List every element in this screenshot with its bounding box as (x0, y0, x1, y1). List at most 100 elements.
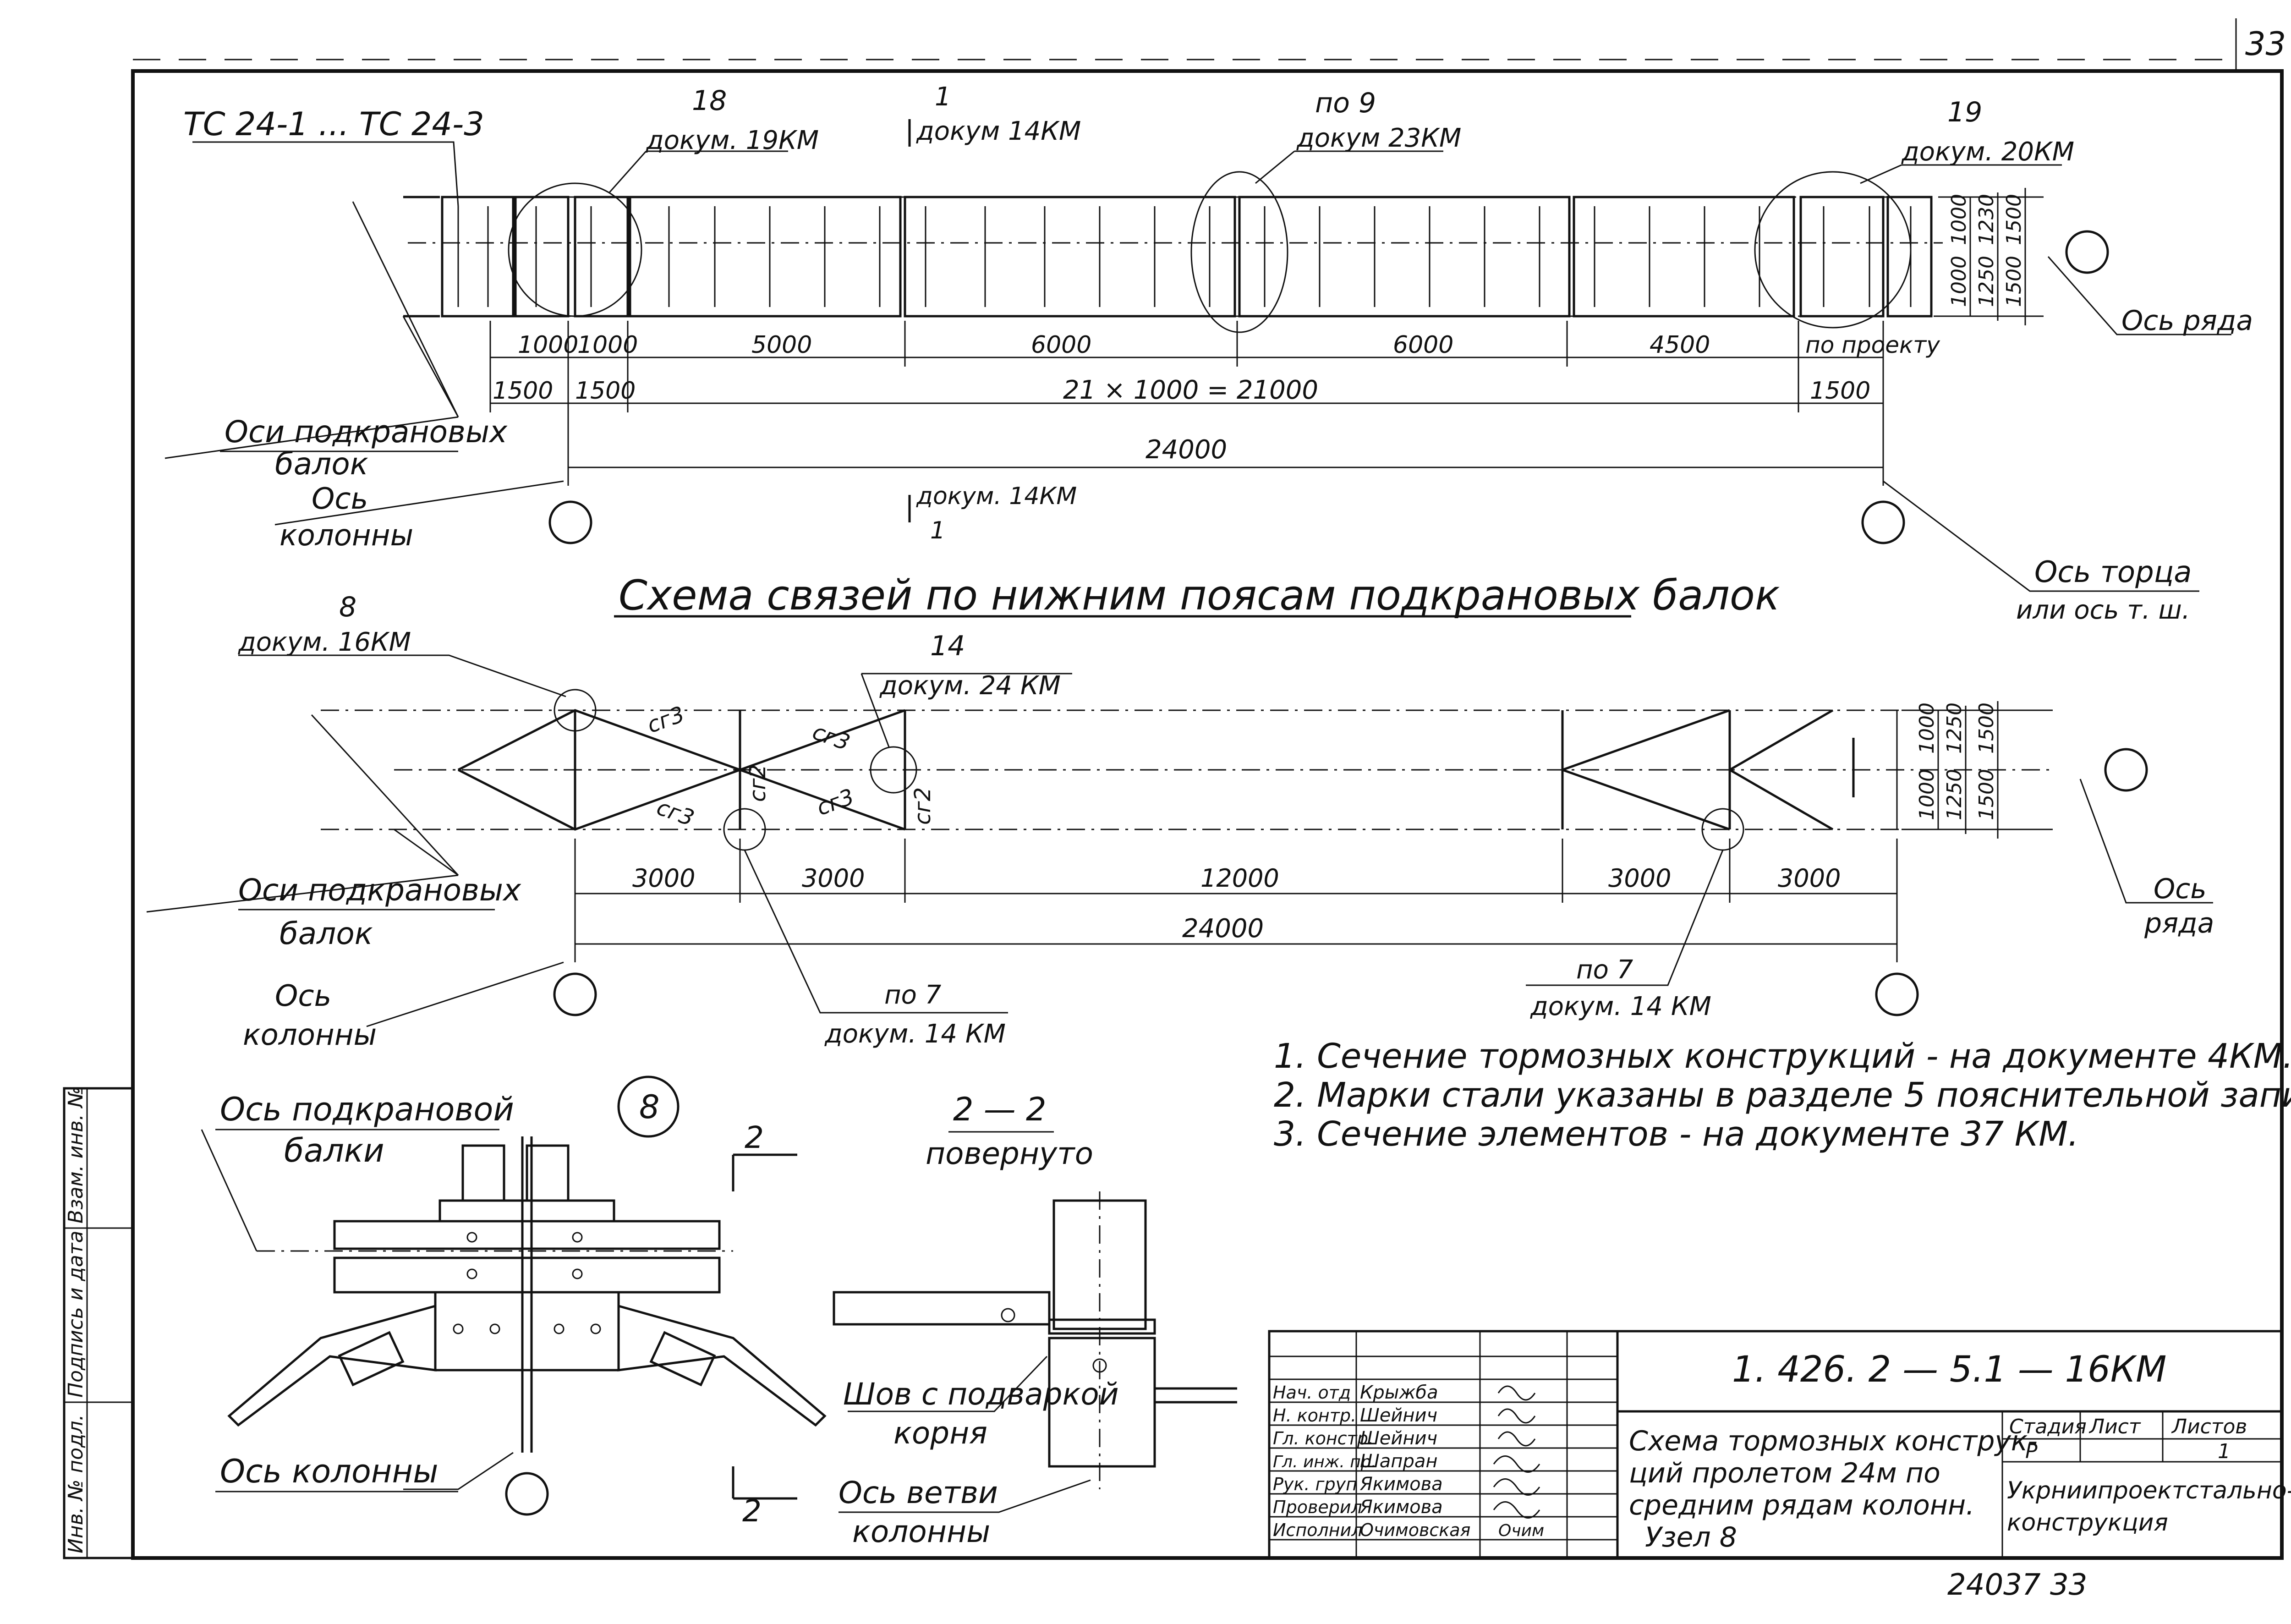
brace-right-3 (1729, 709, 1834, 771)
bracing-scheme: Схема связей по нижним поясам подкрановы… (146, 571, 2214, 1052)
node-8-doc: докум. 16КМ (238, 627, 411, 657)
name-1: Шейнич (1360, 1405, 1437, 1426)
side-stamp: Инв. № подл. Подпись и дата Взам. инв. № (63, 1086, 134, 1559)
node-9-doc: докум 23КМ (1296, 123, 1461, 153)
role-4: Рук. груп (1273, 1474, 1357, 1494)
bdim-24000: 24000 (1182, 914, 1264, 944)
brdim-1500b: 1500 (1975, 769, 1998, 820)
end-axis-label-1: Ось торца (2034, 555, 2192, 589)
b-crane-axes-1: Оси подкрановых (238, 872, 521, 908)
rdim-1230: 1230 (1975, 194, 1998, 245)
node-8-num: 8 (339, 591, 356, 623)
cut-1-bottom-num: 1 (930, 517, 945, 544)
node-19-doc: докум. 20КМ (1901, 137, 2074, 167)
desc-3: средним рядам колонн. (1629, 1489, 1974, 1521)
member-sg3-3: сг3 (809, 719, 853, 756)
dim-lines-top (489, 321, 1884, 486)
org-2: конструкция (2007, 1509, 2168, 1536)
note-1: 1. Сечение тормозных конструкций - на до… (1274, 1037, 2291, 1076)
b-crane-axes-2: балок (280, 916, 373, 951)
note-2: 2. Марки стали указаны в разделе 5 поясн… (1274, 1075, 2291, 1115)
desc-2: ций пролетом 24м по (1629, 1457, 1940, 1489)
row-axis-label: Ось ряда (2121, 305, 2253, 337)
dim-1500-c: 1500 (1810, 377, 1870, 405)
bdim-3000-d: 3000 (1778, 864, 1841, 893)
dim-po-proektu: по проекту (1805, 332, 1940, 358)
dim-1500-a: 1500 (493, 377, 553, 405)
rdim-1000a: 1000 (1947, 194, 1971, 245)
sign-6: Очим (1498, 1521, 1544, 1540)
end-axis-label-2: или ось т. ш. (2016, 595, 2190, 625)
desc-1: Схема тормозных конструк- (1629, 1425, 2038, 1457)
section-2-2-subtitle: повернуто (926, 1136, 1093, 1171)
node-14-doc: докум. 24 КМ (879, 671, 1061, 701)
rdim-1250: 1250 (1975, 256, 1998, 307)
node-18-num: 18 (692, 85, 727, 117)
crane-axes-label-2: балок (275, 446, 368, 482)
name-4: Якимова (1359, 1474, 1443, 1495)
b-column-axis-1: Ось (275, 979, 331, 1013)
cut-1-bottom-doc: докум. 14КМ (916, 483, 1077, 510)
dim-1500-b: 1500 (575, 377, 636, 405)
beam-panel (574, 196, 629, 318)
archive-number: 24037 33 (1947, 1568, 2087, 1602)
node-18-callout (508, 182, 642, 317)
cut-1-top-num: 1 (935, 82, 951, 112)
brdim-1250b: 1250 (1943, 769, 1966, 820)
section-mark-top: 2 (745, 1120, 764, 1155)
signatures (1493, 1385, 1540, 1519)
brdim-1250a: 1250 (1943, 702, 1966, 754)
beam-panel (629, 196, 902, 318)
member-sg2-1: сг2 (745, 764, 771, 802)
brdim-1000a: 1000 (1915, 702, 1939, 754)
name-3: Шапран (1360, 1451, 1438, 1472)
branch-axis-label-2: колонны (852, 1514, 990, 1549)
role-6: Исполнил (1273, 1520, 1363, 1540)
node-8-detail: 8 Ось подкрановой балки Ось колонны 2 (201, 1075, 827, 1529)
title-block: Нач. отд Крыжба Н. контр. Шейнич Гл. кон… (1268, 1330, 2291, 1559)
page-number: 33 (2245, 25, 2286, 63)
callout-leaders (192, 141, 2062, 207)
role-1: Н. контр. (1273, 1405, 1356, 1426)
stamp-vzam-inv: Взам. инв. № (64, 1086, 88, 1223)
dim-5000: 5000 (751, 331, 812, 359)
name-6: Очимовская (1360, 1520, 1470, 1540)
member-sg3-4: сг3 (813, 784, 857, 821)
right-dims-top (1938, 188, 2044, 325)
beam-panel (514, 196, 570, 318)
section-2-2: 2 — 2 повернуто Шов с подваркой корня Ос… (833, 1091, 1237, 1549)
beam-panel (904, 196, 1236, 318)
section-2-2-title: 2 — 2 (953, 1091, 1047, 1128)
column-axis-bubble-node8 (505, 1472, 549, 1516)
node-7a-doc: докум. 14 КМ (824, 1019, 1006, 1049)
beam-panel (1573, 196, 1795, 318)
scheme-title: Схема связей по нижним поясам подкрановы… (619, 571, 1780, 620)
member-sg3-2: сг3 (653, 795, 697, 832)
name-0: Крыжба (1360, 1382, 1438, 1403)
dim-21x1000: 21 × 1000 = 21000 (1063, 375, 1318, 405)
weld-label-2: корня (893, 1416, 987, 1451)
b-column-axis-2: колонны (243, 1018, 377, 1052)
row-axis-bottom-label-2: ряда (2144, 907, 2214, 939)
brdim-1500a: 1500 (1975, 702, 1998, 754)
row-axis-bottom-label-1: Ось (2154, 873, 2207, 905)
node-9-num: по 9 (1315, 87, 1376, 119)
dim-6000-a: 6000 (1031, 331, 1091, 359)
node-8-callout (554, 689, 597, 732)
column-bubble-bottom-right (1875, 972, 1919, 1016)
member-sg3-1: сг3 (644, 702, 688, 739)
brace-sg3-mid2 (740, 768, 905, 831)
note-3: 3. Сечение элементов - на документе 37 К… (1274, 1114, 2079, 1154)
node-14-callout (870, 746, 917, 794)
brace-right-2 (1562, 768, 1730, 831)
dim-4500: 4500 (1650, 331, 1710, 359)
rdim-1500a: 1500 (2002, 194, 2026, 245)
row-axis-bubble-bottom (2104, 748, 2148, 792)
member-sg2-2: сг2 (910, 787, 936, 825)
bdim-12000: 12000 (1200, 864, 1279, 893)
brace-right-4 (1729, 768, 1834, 831)
dim-24000-top: 24000 (1146, 435, 1227, 465)
node-7a-num: по 7 (884, 980, 942, 1010)
bdim-3000-c: 3000 (1608, 864, 1671, 893)
sheet-header: Лист (2088, 1415, 2141, 1438)
